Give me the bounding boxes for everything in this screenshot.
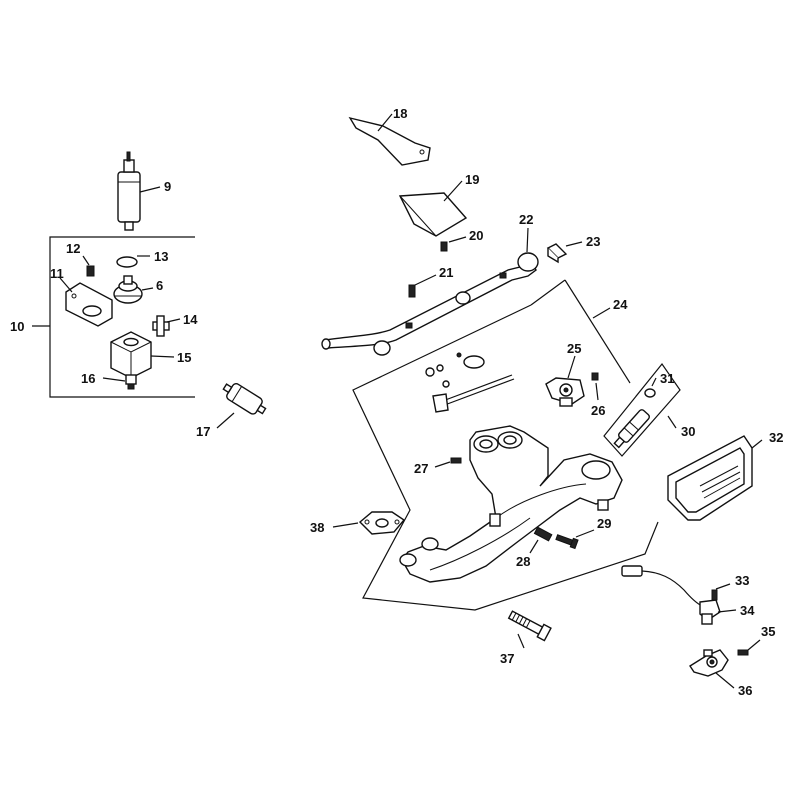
part-28-stud — [529, 526, 553, 554]
part-17-inline-filter — [216, 383, 267, 429]
throttle-shaft-assembly — [425, 352, 515, 413]
callout-21: 21 — [439, 265, 453, 280]
callout-15: 15 — [177, 350, 191, 365]
part-37-bolt — [507, 610, 552, 649]
callout-37: 37 — [500, 651, 514, 666]
callout-17: 17 — [196, 424, 210, 439]
callout-12: 12 — [66, 241, 80, 256]
callout-31: 31 — [660, 371, 674, 386]
part-23-clip — [546, 241, 583, 264]
callout-36: 36 — [738, 683, 752, 698]
callout-27: 27 — [414, 461, 428, 476]
part-29-bolt — [555, 529, 595, 550]
callout-22: 22 — [519, 212, 533, 227]
callout-34: 34 — [740, 603, 755, 618]
part-35-screw — [737, 639, 761, 656]
part-38-gasket — [332, 511, 406, 535]
intake-manifold — [399, 425, 623, 583]
callout-38: 38 — [310, 520, 324, 535]
callout-10: 10 — [10, 319, 24, 334]
part-11-mounting-plate — [59, 277, 113, 327]
part-27-pin — [434, 457, 462, 468]
callout-30: 30 — [681, 424, 695, 439]
callout-28: 28 — [516, 554, 530, 569]
part-16-fitting — [102, 374, 137, 390]
part-26-screw — [591, 372, 599, 401]
callout-14: 14 — [183, 312, 198, 327]
group-24-bracket — [352, 279, 659, 611]
callout-25: 25 — [567, 341, 581, 356]
part-33-screw — [711, 583, 731, 601]
part-9-fuel-pump — [117, 151, 161, 231]
callout-20: 20 — [469, 228, 483, 243]
part-12-screw — [82, 255, 95, 277]
part-22-fuel-rail — [321, 227, 539, 356]
group-30-injector — [603, 362, 681, 457]
part-14-tee-fitting — [152, 315, 181, 337]
part-36-bracket — [689, 649, 735, 689]
callout-9: 9 — [164, 179, 171, 194]
callout-6: 6 — [156, 278, 163, 293]
part-21-screw — [408, 274, 437, 298]
callout-19: 19 — [465, 172, 479, 187]
callout-32: 32 — [769, 430, 783, 445]
part-15-housing-block — [110, 331, 175, 379]
callout-29: 29 — [597, 516, 611, 531]
group-10-bracket — [32, 236, 195, 398]
part-32-ecu — [667, 435, 763, 521]
part-25-position-sensor — [545, 355, 585, 407]
callout-35: 35 — [761, 624, 775, 639]
callout-24: 24 — [613, 297, 628, 312]
part-6-pressure-regulator — [113, 275, 154, 304]
callout-11: 11 — [50, 266, 64, 281]
callout-33: 33 — [735, 573, 749, 588]
callout-16: 16 — [81, 371, 95, 386]
callout-26: 26 — [591, 403, 605, 418]
callout-23: 23 — [586, 234, 600, 249]
part-18-bracket — [348, 113, 431, 166]
part-13-o-ring — [116, 255, 150, 268]
callout-18: 18 — [393, 106, 407, 121]
part-34-sensor — [621, 565, 737, 625]
part-20-bolt — [440, 236, 467, 252]
callout-13: 13 — [154, 249, 168, 264]
part-19-shield — [398, 180, 468, 237]
